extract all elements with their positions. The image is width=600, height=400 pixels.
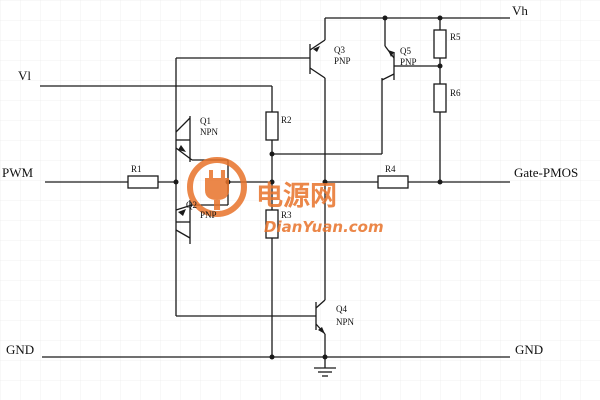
q3-collector-lead xyxy=(309,67,326,79)
junction-dot xyxy=(437,63,443,69)
q4-label: Q4 xyxy=(336,304,347,314)
net-label-vl: Vl xyxy=(18,68,31,83)
net-label-pwm: PWM xyxy=(2,165,34,180)
resistor-r4 xyxy=(377,175,409,189)
q1-collector-lead xyxy=(175,117,191,133)
q4-type: NPN xyxy=(336,317,355,327)
q3-type: PNP xyxy=(334,56,351,66)
q5-collector-lead xyxy=(381,73,395,81)
watermark-logo xyxy=(187,157,247,217)
resistor-r6 xyxy=(433,83,447,113)
resistor-r3 xyxy=(265,209,279,239)
power-plug-icon xyxy=(187,157,247,217)
q2-label: Q2 xyxy=(186,200,197,210)
r3-label: R3 xyxy=(281,210,292,220)
junction-dot xyxy=(269,151,275,157)
q5-emitter-arrow-icon xyxy=(388,50,394,57)
q2-emitter-lead xyxy=(175,204,193,211)
junction-dot xyxy=(322,354,328,360)
junction-dot xyxy=(269,179,275,185)
junction-dot xyxy=(322,179,328,185)
q3-label: Q3 xyxy=(334,45,345,55)
q2-emitter-arrow-icon xyxy=(178,209,186,216)
junction-dot xyxy=(437,15,443,21)
resistor-r5 xyxy=(433,29,447,59)
r1-label: R1 xyxy=(131,164,142,174)
junction-dot xyxy=(173,179,179,185)
q2-type: PNP xyxy=(200,210,217,220)
q5-type: PNP xyxy=(400,57,417,67)
resistor-r2 xyxy=(265,111,279,141)
q3-emitter-lead xyxy=(309,39,326,51)
watermark-cn-text: 电源网 xyxy=(256,181,337,212)
r5-label: R5 xyxy=(450,32,461,42)
q1-emitter-arrow-icon xyxy=(178,145,186,152)
junction-dot xyxy=(269,354,275,360)
r2-label: R2 xyxy=(281,115,292,125)
q5-label: Q5 xyxy=(400,46,411,56)
q4-collector-lead xyxy=(315,299,326,309)
r4-label: R4 xyxy=(385,164,396,174)
junction-dot xyxy=(437,179,443,185)
net-label-vh: Vh xyxy=(512,3,528,18)
q1-label: Q1 xyxy=(200,116,211,126)
net-label-gnd-left: GND xyxy=(6,342,34,357)
resistor-r1 xyxy=(127,175,159,189)
q3-emitter-arrow-icon xyxy=(313,46,320,52)
q4-emitter-arrow-icon xyxy=(318,327,325,334)
junction-dot xyxy=(382,15,388,21)
q1-type: NPN xyxy=(200,127,219,137)
watermark-en-text: DianYuan.com xyxy=(264,218,384,236)
r6-label: R6 xyxy=(450,88,461,98)
net-label-gnd-right: GND xyxy=(515,342,543,357)
q2-collector-lead xyxy=(175,229,191,239)
net-label-gate: Gate-PMOS xyxy=(514,165,578,180)
